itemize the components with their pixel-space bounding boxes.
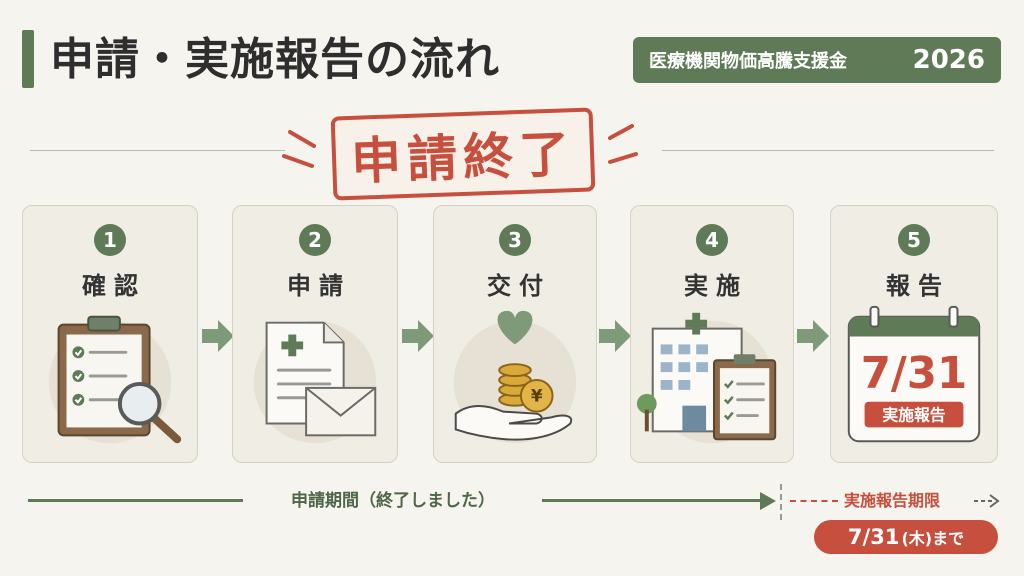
divider-right: [662, 150, 994, 151]
step-card-implement: 4 実施: [630, 205, 794, 463]
step-number: 2: [299, 224, 331, 256]
dashed-arrow-icon: [974, 494, 1000, 508]
calendar-caption: 実施報告: [882, 406, 945, 425]
program-badge: 医療機関物価高騰支援金 2026: [633, 37, 1001, 83]
title-accent-bar: [22, 30, 34, 88]
step-card-report: 5 報告 7/31 実施報告: [830, 205, 998, 463]
step-number: 3: [499, 224, 531, 256]
step-label: 確認: [82, 272, 146, 300]
application-period-label: 申請期間（終了しました）: [291, 491, 495, 511]
svg-text:¥: ¥: [531, 386, 543, 406]
page-title: 申請・実施報告の流れ: [50, 34, 500, 85]
deadline-suffix: (木)まで: [901, 529, 965, 548]
deadline-date: 7/31: [847, 525, 900, 549]
arrow-right-icon: [797, 320, 829, 352]
step-label: 実施: [684, 272, 748, 300]
arrow-right-icon: [202, 320, 234, 352]
period-line: [542, 499, 764, 502]
calendar-date: 7/31: [861, 349, 968, 399]
stamp-text: 申請終了: [350, 125, 577, 191]
hospital-clipboard-icon: [636, 312, 777, 444]
deadline-dashed-line: [790, 500, 838, 502]
step-number: 5: [898, 224, 930, 256]
arrow-right-icon: [402, 320, 434, 352]
calendar-icon: 7/31 実施報告: [847, 305, 981, 443]
program-name: 医療機関物価高騰支援金: [649, 51, 847, 72]
step-label: 申請: [287, 272, 351, 300]
arrow-head-icon: [760, 492, 776, 510]
stamp-burst-icon: [282, 124, 638, 168]
step-card-confirm: 1 確認: [22, 205, 198, 463]
document-envelope-icon: [253, 320, 377, 444]
step-label: 報告: [886, 272, 950, 300]
period-line: [28, 499, 243, 502]
report-deadline-badge: 7/31 (木)まで: [814, 520, 998, 554]
step-number: 1: [94, 224, 126, 256]
application-closed-stamp: 申請終了: [330, 107, 596, 201]
report-deadline-label: 実施報告期限: [844, 491, 941, 510]
arrow-right-icon: [599, 320, 631, 352]
divider-left: [30, 150, 285, 151]
program-year: 2026: [912, 45, 985, 75]
step-number: 4: [696, 224, 728, 256]
step-label: 交付: [487, 272, 551, 300]
timeline-divider: [780, 484, 782, 520]
step-card-grant: 3 交付 ¥: [433, 205, 597, 463]
clipboard-checklist-magnifier-icon: [48, 315, 182, 444]
step-card-apply: 2 申請: [232, 205, 398, 463]
hand-coins-heart-icon: ¥: [453, 310, 577, 444]
